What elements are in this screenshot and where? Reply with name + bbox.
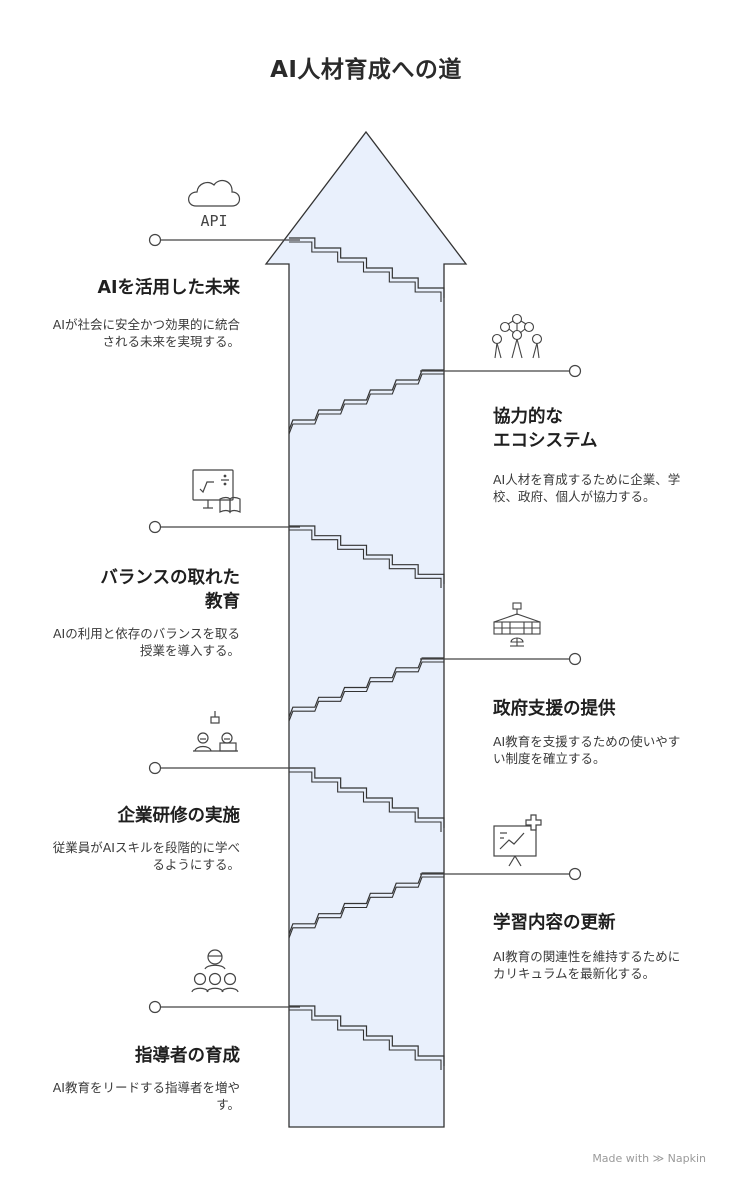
- stairs-government-shadow: [288, 661, 444, 722]
- stairs-government: [288, 657, 444, 722]
- connector-education-dot: [148, 520, 162, 534]
- connector-future-dot: [148, 233, 162, 247]
- step-title-future: AIを活用した未来: [97, 278, 240, 298]
- step-desc-leader-development: AI教育をリードする指導者を増やす。: [52, 1080, 240, 1112]
- stairs-ecosystem-shadow: [288, 373, 444, 435]
- stairs-group: [288, 237, 445, 1070]
- step-desc-balanced-education: AIの利用と依存のバランスを取る授業を導入する。: [53, 626, 240, 658]
- connector-ecosystem-dot: [568, 364, 582, 378]
- stairs-education-edge: [289, 525, 445, 584]
- step-title-corporate-training: 企業研修の実施: [117, 806, 241, 826]
- stairs-corporate: [289, 767, 445, 832]
- step-desc-future: AIが社会に安全かつ効果的に統合される未来を実現する。: [52, 317, 240, 349]
- growth-arrow: [264, 130, 468, 1128]
- page-title: AI人材育成への道: [270, 57, 462, 83]
- government-building-icon: [493, 602, 541, 647]
- connector-leaders-dot: [148, 1000, 162, 1014]
- presentation-chart-icon: [493, 814, 542, 867]
- stairs-curriculum-shadow: [288, 876, 444, 939]
- step-title-curriculum-update: 学習内容の更新: [493, 913, 616, 933]
- network-icon: [491, 313, 543, 359]
- stairs-education: [289, 525, 445, 588]
- stairs-future-shadow: [289, 241, 442, 302]
- connectors-group: [148, 233, 582, 1014]
- mentor-group-icon: [191, 949, 239, 993]
- stairs-government-edge: [288, 657, 444, 718]
- footer-credit: Made with ≫ Napkin: [592, 1152, 706, 1165]
- step-title-balanced-education: バランスの取れた 教育: [100, 568, 240, 612]
- stairs-corporate-shadow: [289, 771, 442, 832]
- step-title-ecosystem: 協力的な エコシステム: [493, 407, 598, 451]
- stairs-leaders-edge: [289, 1005, 445, 1066]
- stairs-ecosystem-edge: [288, 369, 444, 431]
- connector-government-dot: [568, 652, 582, 666]
- stairs-corporate-edge: [289, 767, 445, 828]
- stairs-leaders-shadow: [289, 1009, 442, 1070]
- stairs-curriculum: [288, 872, 444, 939]
- connector-curriculum-dot: [568, 867, 582, 881]
- stairs-future: [289, 237, 445, 302]
- training-session-icon: [193, 711, 238, 752]
- step-desc-curriculum-update: AI教育の関連性を維持するためにカリキュラムを最新化する。: [493, 949, 681, 981]
- stairs-education-shadow: [289, 529, 442, 588]
- step-desc-government-support: AI教育を支援するための使いやすい制度を確立する。: [493, 734, 681, 766]
- stairs-future-edge: [289, 237, 445, 298]
- stairs-ecosystem: [288, 369, 444, 435]
- stairs-leaders: [289, 1005, 445, 1070]
- connector-corporate-dot: [148, 761, 162, 775]
- step-title-government-support: 政府支援の提供: [493, 699, 616, 719]
- step-desc-ecosystem: AI人材を育成するために企業、学校、政府、個人が協力する。: [493, 472, 681, 504]
- step-desc-corporate-training: 従業員がAIスキルを段階的に学べるようにする。: [52, 840, 240, 872]
- stairs-curriculum-edge: [288, 872, 444, 935]
- math-book-icon: [192, 469, 241, 514]
- cloud-api-icon: API: [188, 179, 241, 230]
- step-title-leader-development: 指導者の育成: [135, 1046, 240, 1066]
- api-label: API: [200, 212, 227, 230]
